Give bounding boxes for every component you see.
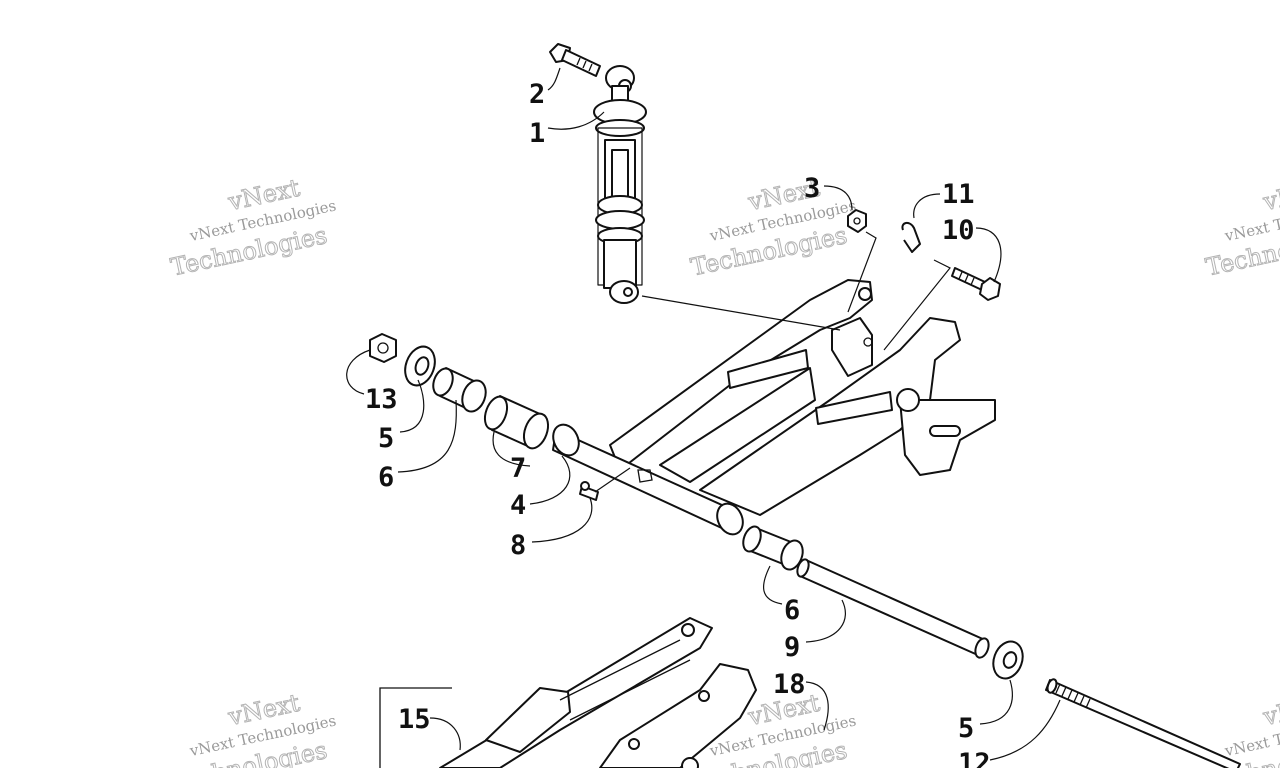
washer-part bbox=[404, 345, 436, 387]
callout-label: 15 bbox=[398, 704, 431, 735]
slide-rail-assembly-part bbox=[379, 617, 757, 768]
spacer-part bbox=[483, 395, 550, 450]
callout-label: 5 bbox=[958, 713, 974, 744]
washer-part bbox=[992, 640, 1024, 680]
cross-shaft-part bbox=[552, 423, 744, 536]
callout-label: 8 bbox=[510, 530, 526, 561]
callout-label: 1 bbox=[529, 118, 545, 149]
callout-label: 3 bbox=[804, 173, 820, 204]
threaded-rod-part bbox=[1045, 678, 1241, 768]
clip-part bbox=[901, 222, 921, 253]
watermark: vNext vNext Technologies Technologies bbox=[1203, 173, 1280, 282]
callout-label: 9 bbox=[784, 632, 800, 663]
grease-fitting-part bbox=[579, 481, 599, 501]
swing-arm-part bbox=[609, 279, 996, 516]
shock-absorber-part bbox=[593, 65, 647, 304]
callout-label: 2 bbox=[529, 79, 545, 110]
bolt-part bbox=[549, 43, 601, 77]
callout-label: 10 bbox=[942, 215, 975, 246]
callout-label: 11 bbox=[942, 179, 975, 210]
bushing-part bbox=[432, 367, 487, 413]
bushing-part bbox=[742, 525, 804, 571]
callout-label: 12 bbox=[958, 748, 991, 768]
callout-label: 13 bbox=[365, 384, 398, 415]
callout-label: 18 bbox=[773, 669, 806, 700]
watermark: vNext vNext Technologies Technologies bbox=[168, 688, 338, 768]
shaft-part bbox=[796, 558, 990, 659]
callout-label: 5 bbox=[378, 423, 394, 454]
watermark-brand: vNext bbox=[1260, 174, 1280, 217]
callout-label: 7 bbox=[510, 453, 526, 484]
callout-label: 6 bbox=[784, 595, 800, 626]
watermark: vNext vNext Technologies Technologies bbox=[168, 173, 338, 282]
bolt-part bbox=[951, 267, 1001, 301]
callout-label: 6 bbox=[378, 462, 394, 493]
leader-lines bbox=[346, 67, 1061, 761]
callout-label: 4 bbox=[510, 490, 526, 521]
nut-part bbox=[847, 209, 867, 233]
callout-labels: 2 1 3 11 10 13 5 6 7 4 8 6 9 18 15 5 12 bbox=[365, 79, 991, 768]
watermark-brand: vNext bbox=[1260, 689, 1280, 732]
nut-part bbox=[369, 333, 397, 363]
watermark: vNext vNext Technologies Technologies bbox=[688, 173, 858, 282]
